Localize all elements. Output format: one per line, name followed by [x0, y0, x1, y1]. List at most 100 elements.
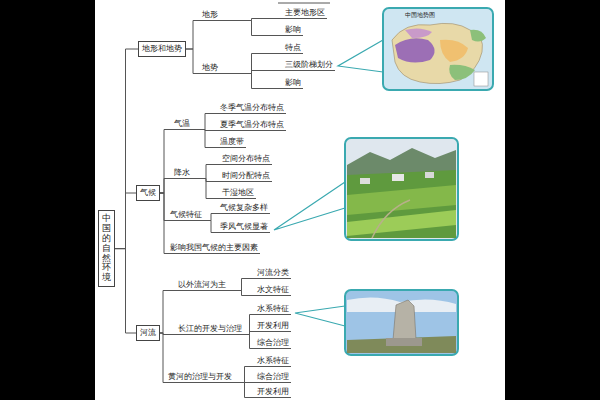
node-text: 气候复杂多样: [220, 203, 268, 212]
tree-connector: [244, 335, 255, 349]
node-text: 地势: [202, 63, 218, 72]
tree-connector: [160, 179, 172, 194]
tree-connector: [192, 130, 218, 148]
node-text: 水文特征: [257, 285, 289, 294]
topic-item: 地形: [200, 10, 220, 21]
topic-item: 干湿地区: [220, 188, 256, 199]
node-text: 夏季气温分布特点: [220, 120, 284, 129]
branch-box: 河流: [136, 325, 160, 341]
node-text: 影响我国气候的主要因素: [170, 243, 258, 252]
tree-connector: [115, 249, 136, 333]
topic-item: 开发利用: [255, 387, 291, 398]
tree-connector: [192, 114, 218, 130]
topic-item: 时间分配特点: [220, 171, 272, 182]
node-text: 影响: [285, 25, 301, 34]
topic-item: 气温: [172, 119, 192, 130]
topic-item: 综合治理: [255, 372, 291, 383]
tree-connector: [220, 74, 283, 89]
node-text: 时间分配特点: [222, 171, 270, 180]
node-text: 中国的自然环境: [102, 214, 111, 283]
tree-connector: [160, 291, 176, 334]
tree-connector: [228, 279, 255, 291]
tree-connector: [192, 179, 220, 199]
node-text: 降水: [174, 168, 190, 177]
node-text: 水系特征: [257, 304, 289, 313]
node-text: 地形和地势: [142, 44, 182, 53]
node-text: 黄河的治理与开发: [168, 372, 232, 381]
node-text: 三级阶梯划分: [285, 60, 333, 69]
node-text: 水系特征: [257, 356, 289, 365]
tree-connector: [192, 165, 220, 179]
tree-connector: [220, 21, 283, 36]
topic-item: 空间分布特点: [220, 154, 272, 165]
branch-box: 地形和地势: [138, 41, 186, 57]
node-text: 开发利用: [257, 387, 289, 396]
branch-box: 气候: [136, 185, 160, 201]
topic-item: 三级阶梯划分: [283, 60, 335, 71]
callout-tail: [295, 306, 345, 326]
topic-item: 水文特征: [255, 285, 291, 296]
tree-connector: [220, 54, 283, 74]
node-text: 气候: [140, 188, 156, 197]
topic-item: 特点: [283, 43, 303, 54]
terrain-map: [383, 8, 493, 90]
node-text: 温度带: [220, 137, 244, 146]
node-text: 特点: [285, 43, 301, 52]
root-topic-box: 中国的自然环境: [98, 210, 115, 287]
node-text: 综合治理: [257, 338, 289, 347]
node-text: 季风气候显著: [220, 222, 268, 231]
tree-connector: [115, 193, 136, 249]
topic-item: 地势: [200, 63, 220, 74]
tree-connector: [228, 291, 255, 296]
tree-connector: [115, 49, 138, 249]
node-text: 冬季气温分布特点: [220, 103, 284, 112]
tree-connector: [160, 130, 172, 194]
topic-item: 以外流河为主: [176, 280, 228, 291]
monument-photo: [345, 290, 458, 355]
node-text: 开发利用: [257, 321, 289, 330]
node-text: 影响: [285, 78, 301, 87]
topic-item: 黄河的治理与开发: [166, 372, 234, 383]
topic-item: 影响我国气候的主要因素: [168, 243, 260, 254]
node-text: 主要地形区: [285, 8, 325, 17]
topic-item: 水系特征: [255, 356, 291, 367]
tree-connector: [204, 214, 218, 221]
topic-item: 影响: [283, 25, 303, 36]
tree-connector: [160, 193, 168, 254]
node-text: 河流: [140, 328, 156, 337]
callout-tail: [338, 40, 383, 72]
node-text: 以外流河为主: [178, 280, 226, 289]
topic-item: 水系特征: [255, 304, 291, 315]
topic-item: 开发利用: [255, 321, 291, 332]
topic-item: 气候复杂多样: [218, 203, 270, 214]
tree-connector: [186, 49, 200, 74]
tree-connector: [234, 383, 255, 398]
field-photo: [345, 138, 458, 240]
node-text: 河流分类: [257, 268, 289, 277]
tree-connector: [186, 21, 200, 50]
node-text: 气温: [174, 119, 190, 128]
node-text: 长江的开发与治理: [178, 324, 242, 333]
topic-item: 季风气候显著: [218, 222, 270, 233]
tree-connector: [234, 367, 255, 383]
topic-item: 冬季气温分布特点: [218, 103, 286, 114]
node-text: 地形: [202, 10, 218, 19]
topic-item: 降水: [172, 168, 192, 179]
map-title: 中国地势图: [404, 11, 436, 18]
topic-item: 主要地形区: [283, 8, 327, 19]
topic-item: 气候特征: [168, 210, 204, 221]
node-text: 综合治理: [257, 372, 289, 381]
node-text: 气候特征: [170, 210, 202, 219]
cut-branch: [278, 3, 330, 4]
tree-connector: [244, 315, 255, 335]
topic-item: 夏季气温分布特点: [218, 120, 286, 131]
topic-item: 影响: [283, 78, 303, 89]
topic-item: 温度带: [218, 137, 246, 148]
topic-item: 长江的开发与治理: [176, 324, 244, 335]
topic-item: 河流分类: [255, 268, 291, 279]
tree-connector: [204, 221, 218, 233]
node-text: 空间分布特点: [222, 154, 270, 163]
callout-tail: [274, 182, 345, 230]
topic-item: 综合治理: [255, 338, 291, 349]
